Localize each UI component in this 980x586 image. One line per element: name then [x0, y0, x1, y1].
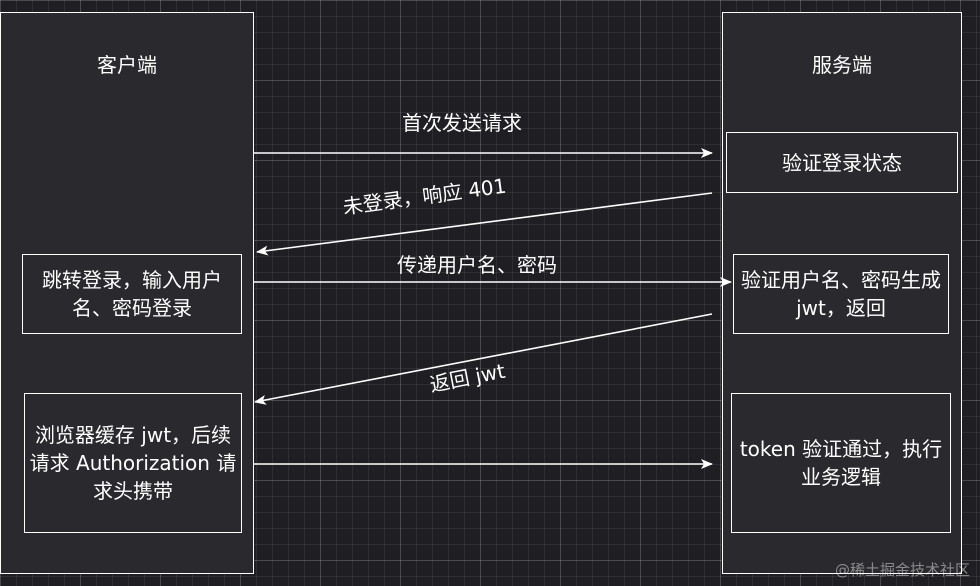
watermark: @稀土掘金技术社区 — [834, 561, 970, 579]
token-verify-box: token 验证通过，执行业务逻辑 — [731, 393, 951, 533]
client-title: 客户端 — [97, 53, 157, 77]
generate-jwt-box: 验证用户名、密码生成 jwt，返回 — [733, 254, 949, 334]
label-first-request: 首次发送请求 — [402, 111, 522, 135]
server-title: 服务端 — [812, 53, 872, 77]
arrow-return-jwt — [254, 313, 713, 405]
arrow-not-logged-in — [256, 192, 713, 256]
label-send-credentials: 传递用户名、密码 — [397, 253, 557, 277]
verify-login-box: 验证登录状态 — [726, 132, 958, 193]
cache-box: 浏览器缓存 jwt，后续请求 Authorization 请求头携带 — [24, 393, 242, 533]
login-box: 跳转登录，输入用户名、密码登录 — [22, 254, 242, 334]
